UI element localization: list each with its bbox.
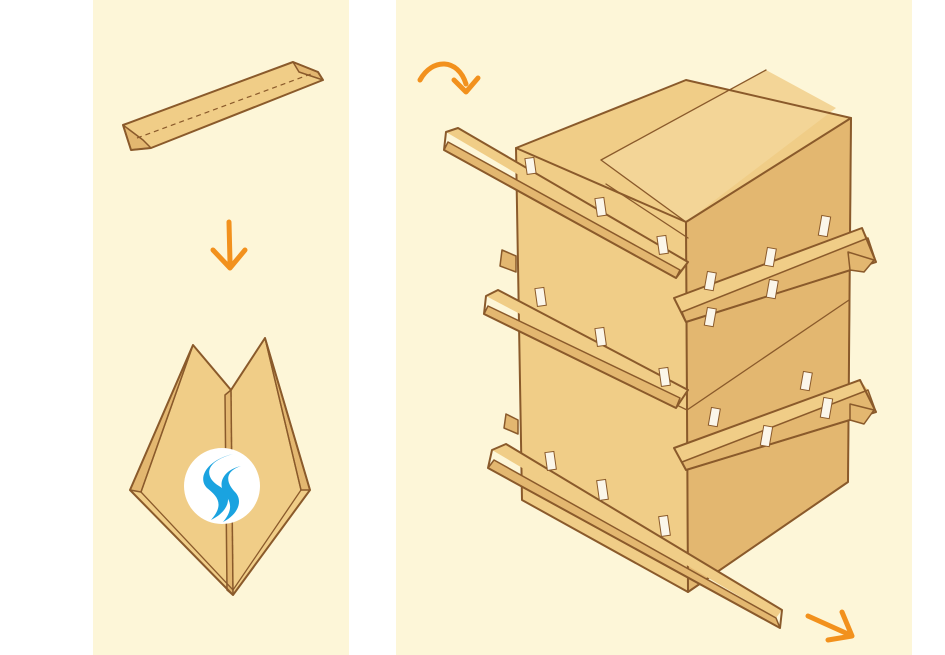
- right-panel: [396, 0, 912, 655]
- wave-logo-icon: [184, 448, 260, 524]
- flap-left-2: [503, 413, 519, 435]
- rotate-arrow: [417, 61, 481, 95]
- strip-right-top: [673, 227, 877, 323]
- out-arrow: [805, 609, 855, 643]
- strip-left-top: [443, 127, 689, 279]
- left-panel: [93, 0, 349, 655]
- right-panel-drawing: [396, 0, 912, 655]
- flap-left-1: [499, 249, 517, 273]
- left-panel-drawing: [93, 0, 349, 655]
- tape-pieces: [524, 156, 834, 538]
- strip-left-bottom: [487, 443, 783, 629]
- down-arrow: [210, 219, 248, 271]
- flat-edge-protector: [122, 61, 324, 151]
- strip-left-mid: [483, 289, 689, 409]
